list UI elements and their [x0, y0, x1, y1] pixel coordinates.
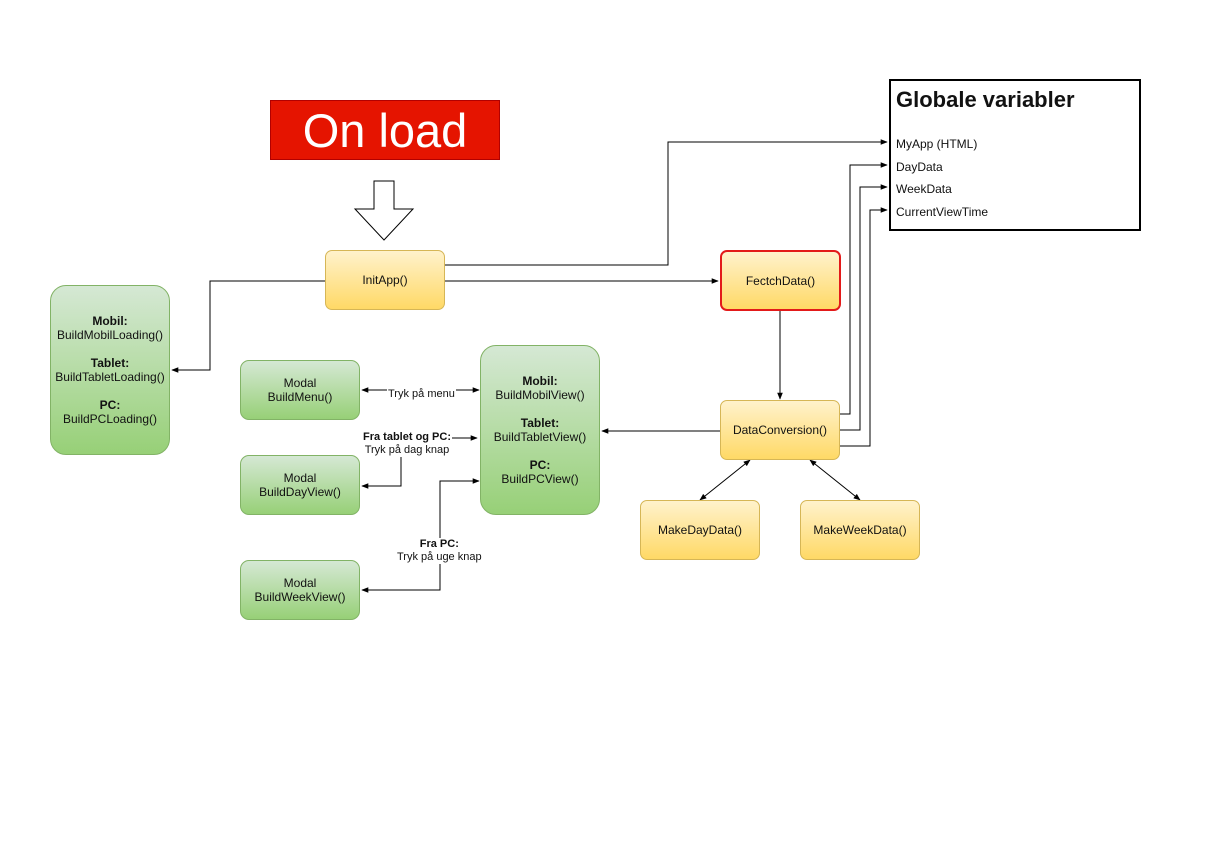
edge-label-menu-text: Tryk på menu — [388, 388, 455, 400]
global-variables-box: Globale variabler MyApp (HTML) DayData W… — [889, 79, 1141, 231]
fetchdata-label: FectchData() — [745, 273, 816, 288]
dataconversion-node[interactable]: DataConversion() — [720, 400, 840, 460]
on-load-title: On load — [270, 100, 500, 160]
makeweekdata-label: MakeWeekData() — [813, 523, 907, 537]
edge-label-day-text: Tryk på dag knap — [364, 444, 450, 456]
loading-mobil-label: Mobil: — [92, 314, 128, 328]
modal-day-node[interactable]: Modal BuildDayView() — [240, 455, 360, 515]
makedaydata-node[interactable]: MakeDayData() — [640, 500, 760, 560]
dataconversion-label: DataConversion() — [732, 423, 828, 437]
fetchdata-node[interactable]: FectchData() — [720, 250, 841, 311]
global-var-currentviewtime: CurrentViewTime — [896, 205, 989, 219]
down-arrow-icon — [353, 180, 415, 241]
loading-pc-fn: BuildPCLoading() — [62, 412, 158, 426]
view-mobil-fn: BuildMobilView() — [495, 388, 585, 402]
global-var-myapp: MyApp (HTML) — [896, 137, 978, 151]
view-tablet-fn: BuildTabletView() — [493, 430, 587, 444]
edge-label-week-bold: Fra PC: — [419, 538, 459, 550]
global-variables-title: Globale variabler — [896, 87, 1075, 112]
edge-dataconversion-daydata — [840, 162, 888, 415]
edge-dataconversion-weekdata — [840, 184, 888, 431]
modal-week-node[interactable]: Modal BuildWeekView() — [240, 560, 360, 620]
global-var-weekdata: WeekData — [896, 182, 952, 196]
view-pc-fn: BuildPCView() — [501, 472, 579, 486]
modal-day-fn: BuildDayView() — [259, 485, 341, 499]
modal-week-title: Modal — [283, 576, 317, 590]
makeweekdata-node[interactable]: MakeWeekData() — [800, 500, 920, 560]
view-node[interactable]: Mobil: BuildMobilView() Tablet: BuildTab… — [480, 345, 600, 515]
edge-label-week: Fra PC: Tryk på uge knap — [396, 538, 483, 564]
loading-tablet-label: Tablet: — [90, 356, 130, 370]
initapp-node[interactable]: InitApp() — [325, 250, 445, 310]
initapp-label: InitApp() — [362, 273, 408, 287]
view-tablet-label: Tablet: — [520, 416, 560, 430]
loading-node[interactable]: Mobil: BuildMobilLoading() Tablet: Build… — [50, 285, 170, 455]
edge-initapp-myapp — [445, 139, 888, 266]
edge-dataconversion-makeweekdata — [809, 459, 861, 501]
modal-menu-fn: BuildMenu() — [267, 390, 333, 404]
loading-pc-label: PC: — [99, 398, 121, 412]
edge-label-day-bold: Fra tablet og PC: — [363, 431, 452, 443]
global-var-daydata: DayData — [896, 160, 943, 174]
loading-tablet-fn: BuildTabletLoading() — [55, 370, 165, 384]
makedaydata-label: MakeDayData() — [657, 523, 743, 537]
edge-label-week-text: Tryk på uge knap — [397, 551, 482, 563]
edge-label-menu: Tryk på menu — [387, 388, 456, 401]
loading-mobil-fn: BuildMobilLoading() — [56, 328, 164, 342]
edge-label-day: Fra tablet og PC: Tryk på dag knap — [362, 431, 453, 457]
edge-initapp-loading — [171, 280, 325, 373]
edge-dataconversion-makedaydata — [699, 459, 751, 501]
modal-week-fn: BuildWeekView() — [254, 590, 346, 604]
view-mobil-label: Mobil: — [522, 374, 558, 388]
view-pc-label: PC: — [529, 458, 551, 472]
modal-menu-title: Modal — [283, 376, 317, 390]
modal-day-title: Modal — [283, 471, 317, 485]
edge-week-view — [361, 478, 480, 593]
edge-dataconversion-currentviewtime — [840, 207, 888, 447]
modal-menu-node[interactable]: Modal BuildMenu() — [240, 360, 360, 420]
